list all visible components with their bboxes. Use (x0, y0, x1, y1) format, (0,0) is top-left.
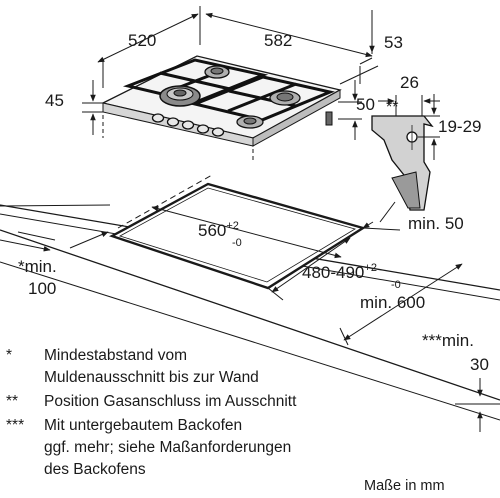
knob-3 (181, 120, 195, 130)
knob-5 (211, 127, 225, 137)
knob-1 (151, 113, 165, 123)
gas-connection-pin (325, 111, 333, 126)
units-note: Maße in mm (364, 478, 445, 494)
burners (159, 65, 301, 129)
dim-min-100-line1: *min. (18, 257, 57, 276)
dim-cutout-depth-minus: -0 (391, 279, 401, 291)
cooktop-side-edge (252, 89, 341, 147)
dim-53: 53 (384, 33, 403, 52)
dim-26: 26 (400, 73, 419, 92)
legend-marker-1: * (6, 347, 12, 364)
legend-text-2: Position Gasanschluss im Ausschnitt (44, 393, 297, 410)
dim-520: 520 (128, 31, 156, 50)
legend-text-3a: Mit untergebautem Backofen (44, 417, 242, 434)
knob-2 (166, 117, 180, 127)
legend-text-3c: des Backofens (44, 461, 146, 478)
dim-min-600: min. 600 (360, 293, 425, 312)
dim-19-29: 19-29 (438, 117, 481, 136)
dim-cutout-depth: 480-490+2 (302, 262, 377, 282)
gas-connection-mark: ** (386, 99, 398, 116)
legend-marker-2: ** (6, 393, 18, 410)
dim-50: 50 (356, 95, 375, 114)
dim-min-30-line1: ***min. (422, 331, 474, 350)
worktop-dimension-lines (0, 201, 500, 432)
dim-min-100-line2: 100 (28, 279, 56, 298)
dim-cutout-width-minus: -0 (232, 237, 242, 249)
dim-min-30-line2: 30 (470, 355, 489, 374)
legend-marker-3: *** (6, 417, 24, 434)
burner-rear-right (269, 90, 301, 106)
dim-cutout-width: 560+2 (198, 220, 239, 240)
legend-text-3b: ggf. mehr; siehe Maßanforderungen (44, 439, 291, 456)
dim-45: 45 (45, 91, 64, 110)
control-knobs (151, 113, 225, 137)
legend-text-1b: Muldenausschnitt bis zur Wand (44, 369, 259, 386)
legend-text-1a: Mindestabstand vom (44, 347, 187, 364)
burner-rear-left (204, 65, 230, 79)
dimension-labels: 520 582 53 45 50 26 ** 19-29 560+2 -0 48… (18, 31, 489, 374)
cooktop (101, 55, 342, 147)
dim-582: 582 (264, 31, 292, 50)
knob-4 (196, 124, 210, 134)
dim-min-50: min. 50 (408, 214, 464, 233)
gas-connection-detail (371, 94, 440, 211)
cooktop-dimension-lines (82, 6, 379, 229)
burner-front-right (236, 115, 264, 129)
legend: * Mindestabstand vom Muldenausschnitt bi… (6, 347, 297, 478)
burner-wok (159, 85, 201, 107)
